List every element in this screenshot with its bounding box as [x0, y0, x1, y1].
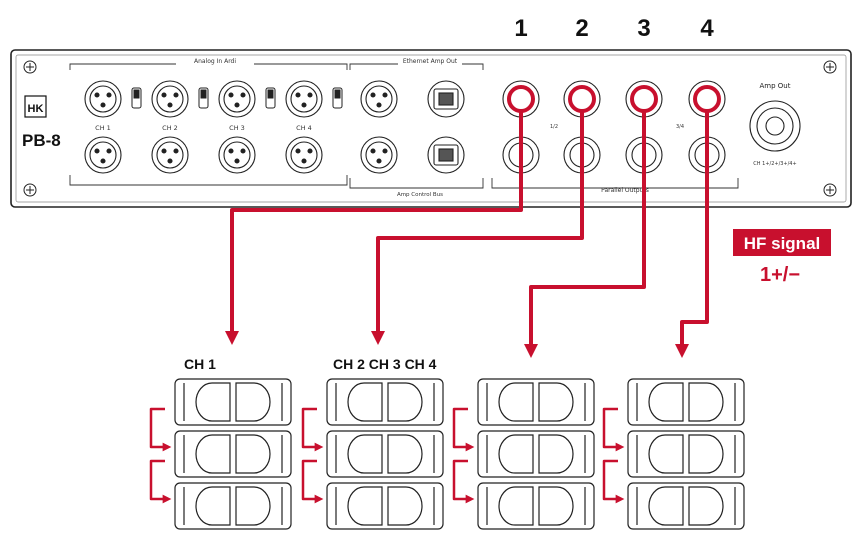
xlr-connector-icon [285, 80, 323, 118]
speaker-box-icon [477, 378, 595, 426]
xlr-inputs-bottom [84, 136, 323, 174]
amp-out-label: Amp Out [760, 82, 791, 90]
speakon-label-b: 3/4 [676, 124, 684, 130]
ground-lift-switches [131, 87, 343, 109]
polarity-label: 1+/− [760, 264, 800, 286]
ground-lift-switch-icon [131, 87, 142, 109]
speaker-stacks [174, 378, 745, 530]
ethernet-label: Ethernet Amp Out [403, 58, 458, 65]
xlr-connector-icon [151, 136, 189, 174]
speaker-box-icon [627, 482, 745, 530]
speakon-label-a: 1/2 [550, 124, 558, 130]
mounting-screw-icon [23, 60, 37, 74]
logo-text: HK [28, 103, 44, 115]
signal-cables [225, 111, 709, 358]
speakon-connector-icon [625, 80, 663, 118]
xlr-connector-icon [218, 136, 256, 174]
speaker-stack-3 [477, 378, 595, 530]
xlr-connector-icon [218, 80, 256, 118]
speaker-box-icon [477, 430, 595, 478]
output-number-2: 2 [575, 15, 588, 42]
speaker-box-icon [326, 378, 444, 426]
amp-control-label: Amp Control Bus [397, 192, 443, 198]
xlr-connector-icon [285, 136, 323, 174]
cable-output-4 [675, 111, 709, 358]
xlr-connector-icon [84, 136, 122, 174]
speaker-stack-4 [627, 378, 745, 530]
speaker-label-ch234: CH 2 CH 3 CH 4 [333, 356, 437, 372]
xlr-inputs-top [84, 80, 323, 118]
speaker-box-icon [627, 430, 745, 478]
hf-signal-badge: HF signal [733, 229, 831, 256]
speakon-connector-icon [502, 80, 540, 118]
mounting-screw-icon [823, 183, 837, 197]
speaker-box-icon [174, 378, 292, 426]
mounting-screw-icon [823, 60, 837, 74]
cable-output-2 [371, 111, 584, 345]
rack-panel [10, 49, 852, 208]
section-brackets [69, 63, 739, 189]
speaker-box-icon [174, 430, 292, 478]
speakon-connector-icon [749, 100, 801, 152]
output-number-1: 1 [514, 15, 527, 42]
speaker-box-icon [477, 482, 595, 530]
xlr-connector-icon [84, 80, 122, 118]
xlr-connector-icon [151, 80, 189, 118]
xlr-connector-icon [360, 136, 398, 174]
hf-signal-text: HF signal [744, 234, 821, 253]
parallel-outputs-label: Parallel Outputs [601, 187, 649, 194]
speaker-box-icon [627, 378, 745, 426]
amp-out-connector [749, 100, 801, 152]
output-number-4: 4 [700, 15, 714, 42]
speaker-box-icon [174, 482, 292, 530]
mounting-screws [23, 60, 837, 197]
ethernet-port-icon [427, 136, 465, 174]
speakon-connector-icon [563, 80, 601, 118]
mounting-screw-icon [23, 183, 37, 197]
speaker-stack-1 [174, 378, 292, 530]
panel-ch2-label: CH 2 [162, 124, 178, 132]
speaker-box-icon [326, 482, 444, 530]
analog-in-label: Analog In Ardi [194, 58, 236, 65]
amp-out-caption: CH 1+/2+/3+/4+ [753, 161, 796, 167]
amp-control-xlrs [360, 80, 398, 174]
ethernet-port-icon [427, 80, 465, 118]
model-name: PB-8 [22, 131, 61, 150]
brand-logo: HK [24, 95, 47, 118]
panel-ch4-label: CH 4 [296, 124, 312, 132]
cable-output-1 [225, 111, 523, 345]
panel-ch1-label: CH 1 [95, 124, 111, 132]
daisy-chain-links [149, 407, 625, 504]
speaker-box-icon [326, 430, 444, 478]
cable-output-3 [524, 111, 646, 358]
ground-lift-switch-icon [332, 87, 343, 109]
ethernet-ports [427, 80, 465, 174]
output-number-3: 3 [637, 15, 650, 42]
speaker-stack-2 [326, 378, 444, 530]
xlr-connector-icon [360, 80, 398, 118]
speaker-label-ch1: CH 1 [184, 356, 216, 372]
ground-lift-switch-icon [265, 87, 276, 109]
ground-lift-switch-icon [198, 87, 209, 109]
panel-ch3-label: CH 3 [229, 124, 245, 132]
